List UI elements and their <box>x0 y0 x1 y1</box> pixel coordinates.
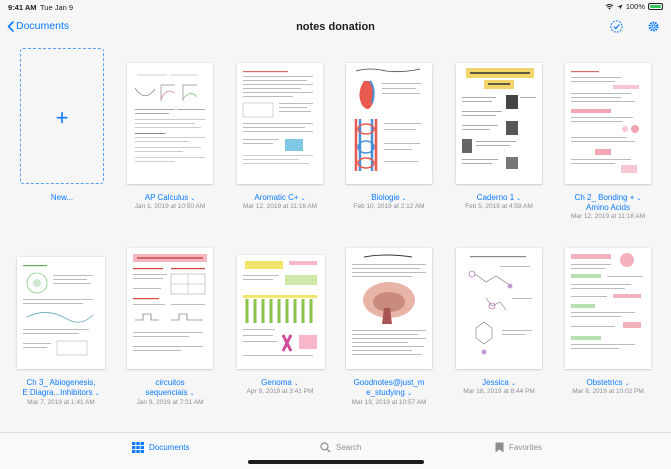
back-button[interactable]: Documents <box>7 20 69 32</box>
notebook-thumbnail-circuitos[interactable] <box>127 248 213 369</box>
notebook-title-text: Genoma <box>261 378 292 387</box>
notebook-thumbnail-caderno[interactable] <box>456 63 542 184</box>
search-icon <box>320 442 331 453</box>
notebook-title-line2[interactable]: e_studying⌄ <box>339 388 439 399</box>
notebook-title[interactable]: Biologie⌄ <box>339 193 439 204</box>
new-document-label[interactable]: New... <box>50 193 74 202</box>
notebook-date: Mar 12, 2019 at 11:18 AM <box>570 213 646 220</box>
tab-search[interactable]: Search <box>320 442 361 453</box>
notebook-title[interactable]: Ch 3_ Abiogenesis, <box>26 378 96 387</box>
notebook-thumbnail-aromatic[interactable] <box>237 63 323 184</box>
notebook-date: Jan 1, 2019 at 10:50 AM <box>134 203 206 210</box>
notebook-title-text: sequenciais <box>145 388 188 397</box>
notebook-thumbnail-ch3-abiogenesis[interactable] <box>17 257 105 369</box>
status-right: 100% <box>605 2 663 11</box>
chevron-down-icon: ⌄ <box>516 196 522 202</box>
wifi-icon <box>605 3 614 10</box>
grid-icon <box>132 442 144 453</box>
chevron-down-icon: ⌄ <box>293 381 299 387</box>
notebook-title-text: Aromatic C+ <box>254 193 299 202</box>
notebook-date: Apr 9, 2019 at 3:41 PM <box>246 388 314 395</box>
chevron-down-icon: ⌄ <box>510 381 516 387</box>
notebook-title-line2[interactable]: Amino Acids <box>585 203 631 212</box>
tab-documents[interactable]: Documents <box>132 442 189 453</box>
page-title: notes donation <box>296 21 375 33</box>
notebook-title[interactable]: Ch 2_ Bonding +⌄ <box>558 193 658 204</box>
bookmark-icon <box>495 442 504 453</box>
status-date: Tue Jan 9 <box>40 3 74 12</box>
location-icon <box>617 4 623 9</box>
tab-documents-label: Documents <box>149 443 190 452</box>
chevron-down-icon: ⌄ <box>624 381 630 387</box>
notebook-title[interactable]: Aromatic C+⌄ <box>230 193 330 204</box>
notebook-date: Mar 12, 2019 at 11:16 AM <box>242 203 318 210</box>
notebook-title[interactable]: Caderno 1⌄ <box>449 193 549 204</box>
notebook-title-text: Biologie <box>371 193 400 202</box>
notebook-thumbnail-jessica[interactable] <box>456 248 542 369</box>
notebook-date: Feb 10, 2019 at 2:12 AM <box>353 203 425 210</box>
chevron-left-icon <box>7 20 14 32</box>
tab-search-label: Search <box>336 443 362 452</box>
chevron-down-icon: ⌄ <box>94 391 100 397</box>
notebook-date: Mar 8, 2019 at 10:02 PM <box>572 388 644 395</box>
chevron-down-icon: ⌄ <box>636 196 642 202</box>
tab-favorites-label: Favorites <box>509 443 542 452</box>
status-time: 9:41 AM <box>8 3 37 12</box>
chevron-down-icon: ⌄ <box>406 391 412 397</box>
notebook-thumbnail-genoma[interactable] <box>237 255 325 369</box>
notebook-title-text: Caderno 1 <box>476 193 515 202</box>
tab-favorites[interactable]: Favorites <box>495 442 542 453</box>
notebook-title-text: Jessica <box>482 378 509 387</box>
notebook-thumbnail-goodnotes[interactable] <box>346 248 432 369</box>
notebook-date: Mar 19, 2019 at 10:57 AM <box>351 399 427 406</box>
notebook-title-text: Obstetrics <box>586 378 623 387</box>
notebook-title-text: Ch 2_ Bonding + <box>574 193 635 202</box>
notebook-title-line2[interactable]: sequenciais⌄ <box>120 388 220 399</box>
notebook-title[interactable]: Genoma⌄ <box>230 378 330 389</box>
chevron-down-icon: ⌄ <box>300 196 306 202</box>
battery-icon <box>648 3 663 10</box>
select-checkmark-icon[interactable] <box>610 20 623 33</box>
chevron-down-icon: ⌄ <box>189 391 195 397</box>
notebook-thumbnail-obstetrics[interactable] <box>565 248 651 369</box>
plus-icon: + <box>55 105 69 130</box>
notebook-title[interactable]: Obstetrics⌄ <box>558 378 658 389</box>
notebook-date: Feb 5, 2019 at 4:59 AM <box>465 203 533 210</box>
notebook-title[interactable]: Goodnotes@just_m <box>353 378 425 387</box>
notebook-title-text: E Diagra...Inhibitors <box>22 388 93 397</box>
notebook-date: Mar 7, 2019 at 1:41 AM <box>27 399 95 406</box>
notebook-title[interactable]: Jessica⌄ <box>449 378 549 389</box>
gear-icon[interactable] <box>647 20 660 33</box>
notebook-thumbnail-ch2-bonding[interactable] <box>565 63 651 184</box>
notebook-thumbnail-biologie[interactable] <box>346 63 432 184</box>
nav-bar: Documents notes donation <box>0 14 671 42</box>
notebook-title-line2[interactable]: E Diagra...Inhibitors⌄ <box>11 388 111 399</box>
notebook-date: Mar 18, 2019 at 8:44 PM <box>463 388 535 395</box>
notebook-title-text: AP Calculus <box>144 193 189 202</box>
chevron-down-icon: ⌄ <box>190 196 196 202</box>
notebook-title[interactable]: circuitos <box>155 378 185 387</box>
chevron-down-icon: ⌄ <box>401 196 407 202</box>
back-button-label: Documents <box>16 20 70 32</box>
home-indicator <box>248 460 424 464</box>
notebook-thumbnail-ap-calculus[interactable] <box>127 63 213 184</box>
notebook-date: Jan 9, 2019 at 7:31 AM <box>136 399 204 406</box>
notebook-title-text: e_studying <box>366 388 405 397</box>
new-document-button[interactable]: + <box>20 48 104 184</box>
status-bar: 9:41 AM Tue Jan 9 100% <box>0 0 671 14</box>
notebook-title[interactable]: AP Calculus⌄ <box>120 193 220 204</box>
battery-percent: 100% <box>625 2 645 11</box>
